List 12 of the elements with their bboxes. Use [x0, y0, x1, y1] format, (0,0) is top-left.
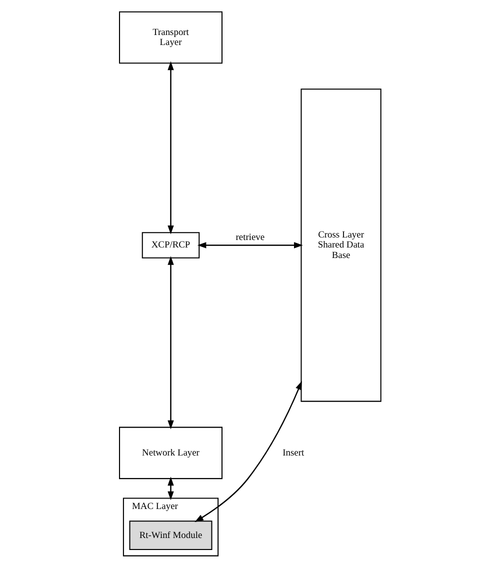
arrow [168, 476, 174, 500]
node-box: Network Layer [119, 426, 223, 480]
node-box: Cross Layer Shared Data Base [300, 88, 382, 402]
arrow [168, 256, 174, 430]
node-box: XCP/RCP [142, 232, 200, 258]
node-box: Rt-Winf Module [129, 520, 212, 550]
edge-label: retrieve [236, 233, 265, 244]
edge-label: Insert [282, 448, 304, 458]
arrow [194, 380, 302, 522]
arrow [197, 242, 303, 248]
arrow [168, 61, 174, 234]
node-box: Transport Layer [119, 11, 223, 64]
